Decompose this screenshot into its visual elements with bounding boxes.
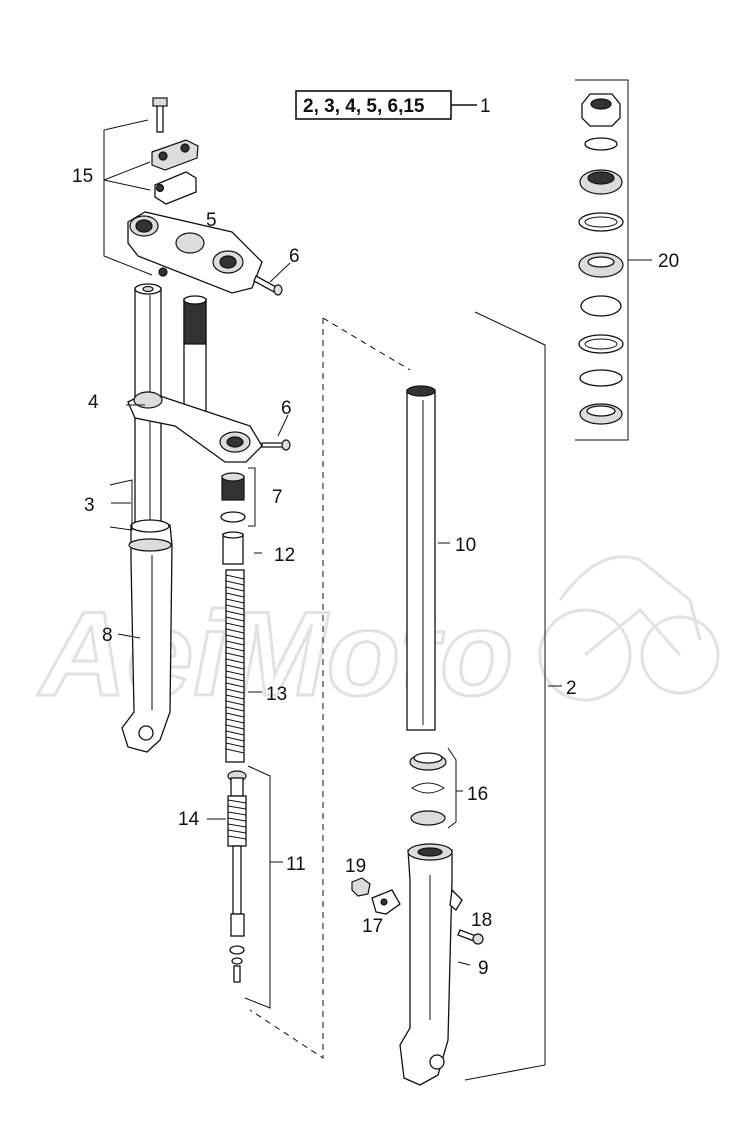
part-6-pinch-bolt-lower xyxy=(261,439,291,451)
callout-16: 16 xyxy=(467,784,488,805)
callout-20: 20 xyxy=(658,251,679,272)
part-13-fork-spring xyxy=(225,569,245,763)
callout-10: 10 xyxy=(455,535,476,556)
callout-8: 8 xyxy=(102,625,113,646)
callout-5: 5 xyxy=(206,210,217,231)
callout-9: 9 xyxy=(478,958,489,979)
callout-4: 4 xyxy=(88,392,99,413)
part-16-oil-seals xyxy=(409,747,463,829)
callout-numbers: 1 2 3 4 5 6 6 7 8 9 10 11 12 13 14 15 16… xyxy=(72,96,679,979)
part-19-nut xyxy=(351,877,371,897)
callout-15: 15 xyxy=(72,166,93,187)
leader-lines xyxy=(109,262,562,966)
kit-label: 2, 3, 4, 5, 6,15 xyxy=(295,90,477,120)
steering-stem xyxy=(183,295,207,430)
part-15-handlebar-clamp xyxy=(103,97,199,276)
part-9-lower-slider-right xyxy=(399,843,463,1086)
part-11-damper-rod-assembly xyxy=(227,765,283,1009)
callout-7: 7 xyxy=(272,487,283,508)
callout-19: 19 xyxy=(345,856,366,877)
kit-label-text: 2, 3, 4, 5, 6,15 xyxy=(303,96,425,117)
part-5-upper-triple-clamp xyxy=(127,211,263,294)
part-12-spacer xyxy=(222,531,244,565)
part-17-clamp xyxy=(371,889,401,915)
callout-17: 17 xyxy=(362,916,383,937)
callout-11: 11 xyxy=(286,854,306,875)
callout-2: 2 xyxy=(566,678,577,699)
callout-13: 13 xyxy=(266,684,287,705)
callout-1: 1 xyxy=(480,96,491,117)
part-6-pinch-bolt-upper xyxy=(253,275,283,296)
part-18-bolt xyxy=(457,929,484,945)
callout-6-lower: 6 xyxy=(281,398,292,419)
part-20-steering-bearings xyxy=(575,79,652,441)
callout-18: 18 xyxy=(471,910,492,931)
alignment-lines xyxy=(249,317,411,1059)
watermark-motorcycle-icon xyxy=(538,555,720,702)
callout-12: 12 xyxy=(274,545,295,566)
callout-14: 14 xyxy=(178,809,200,830)
part-7-fork-cap-and-oring xyxy=(220,467,256,527)
part-2-bracket xyxy=(464,311,546,1081)
callout-3: 3 xyxy=(84,495,95,516)
part-8-lower-slider-left xyxy=(121,519,173,753)
part-10-inner-tube xyxy=(406,385,436,731)
part-4-lower-triple-clamp xyxy=(127,391,263,463)
callout-6-upper: 6 xyxy=(289,246,300,267)
